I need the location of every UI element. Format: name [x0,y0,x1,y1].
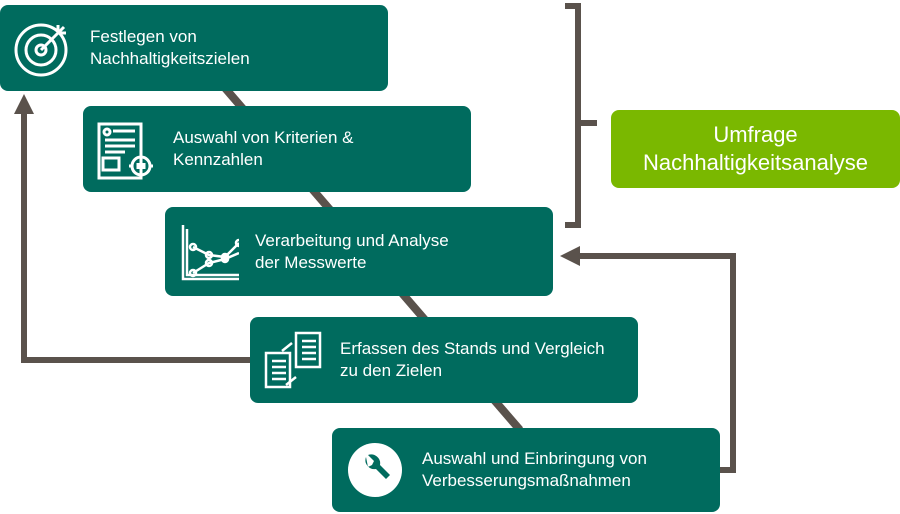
step-3-line1: Verarbeitung und Analyse [255,230,449,250]
step-2-box: Auswahl von Kriterien & Kennzahlen [83,106,471,192]
compare-documents-icon [264,331,322,389]
wrench-icon [348,443,402,497]
step-1-line1: Festlegen von [90,27,197,46]
target-icon [14,23,68,77]
step-4-box: Erfassen des Stands und Vergleich zu den … [250,317,638,403]
arrowhead-up [14,94,34,114]
arrowhead-left [560,246,580,266]
survey-line2: Nachhaltigkeitsanalyse [642,150,869,175]
step-2-line2: Kennzahlen [173,150,263,169]
feedback-arrow-right [578,253,736,473]
step-4-line1: Erfassen des Stands und Vergleich [340,339,605,358]
survey-line1: Umfrage [713,122,798,147]
step-5-line2: Verbesserungsmaßnahmen [422,471,631,490]
step-5-line1: Auswahl und Einbringung von [422,449,647,468]
step-2-line1: Auswahl von Kriterien & [173,128,354,147]
line-chart-icon [181,224,239,280]
bracket [565,3,597,228]
step-3-line2: der Messwerte [255,252,367,272]
feedback-arrow-left [21,110,252,363]
document-gear-icon [97,122,153,180]
step-1-line2: Nachhaltigkeitszielen [90,49,250,68]
step-4-line2: zu den Zielen [340,361,443,380]
